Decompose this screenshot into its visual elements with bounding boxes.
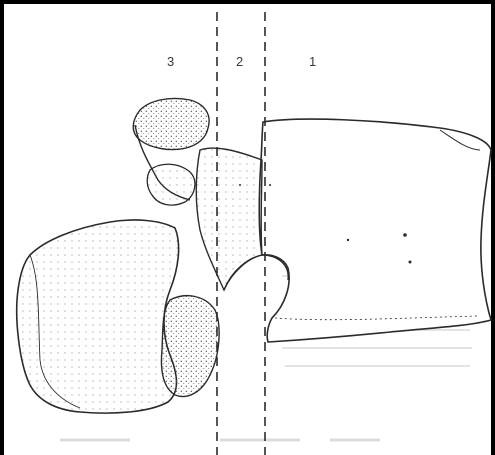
spinous-process [17, 220, 179, 413]
pedicle [196, 148, 262, 290]
zone-label-2: 2 [236, 55, 243, 68]
zone-label-1: 1 [309, 55, 316, 68]
mammillary-process [147, 164, 195, 205]
inferior-articular-process [161, 296, 219, 397]
vertebral-body [259, 119, 491, 342]
zone-label-3: 3 [167, 55, 174, 68]
superior-articular-process [133, 98, 209, 149]
